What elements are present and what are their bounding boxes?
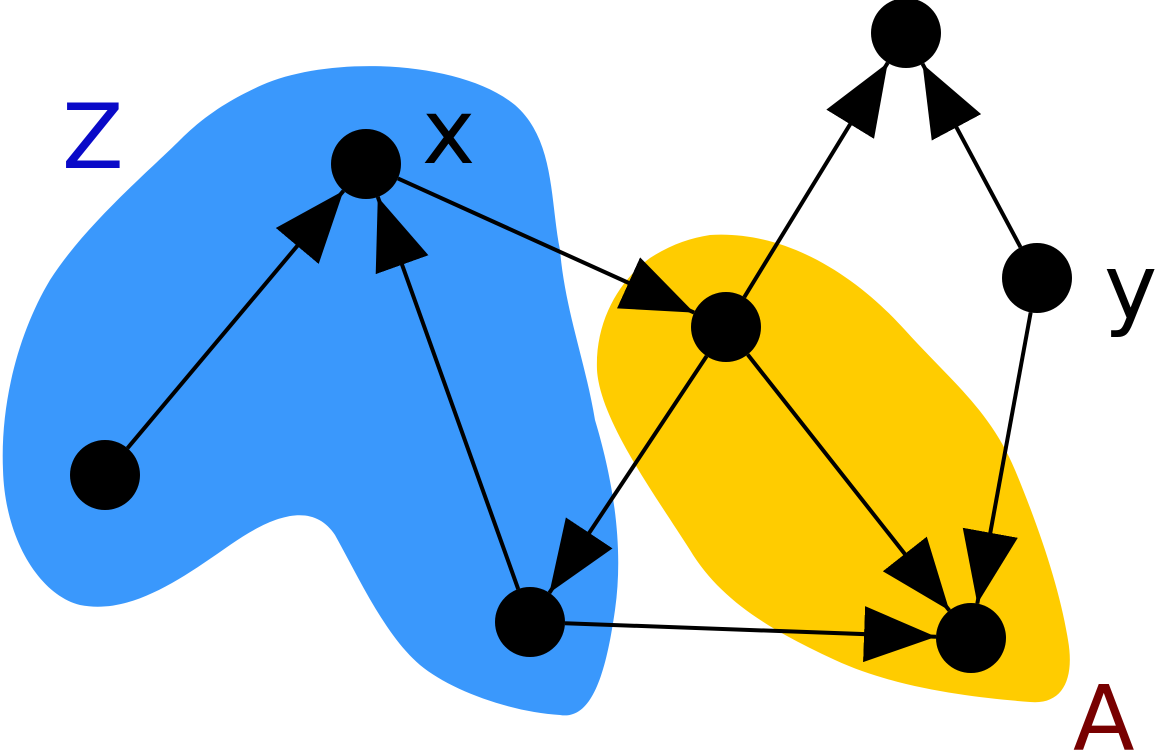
edge-center-to-top — [742, 61, 890, 299]
edges-layer — [125, 61, 1033, 663]
edge-x-to-center — [397, 176, 695, 315]
node-center — [691, 292, 761, 362]
label-x: x — [422, 80, 475, 185]
node-bottom-right — [936, 603, 1006, 673]
edge-y-to-bottom-right — [962, 312, 1033, 604]
nodes-layer — [70, 0, 1072, 673]
label-y: y — [1104, 235, 1157, 340]
edge-bottom-middle-to-x — [375, 196, 521, 590]
node-top — [871, 0, 941, 68]
node-y — [1002, 243, 1072, 313]
edge-y-to-top — [920, 62, 1023, 249]
label-a: A — [1073, 667, 1135, 754]
label-z: Z — [62, 85, 124, 190]
node-bottom-middle — [495, 587, 565, 657]
edge-bottom-middle-to-bottom-right — [564, 606, 937, 663]
node-x — [331, 129, 401, 199]
edge-center-to-bottom-middle — [547, 355, 709, 594]
region-z — [2, 66, 619, 716]
node-bottom-left — [70, 440, 140, 510]
edge-bottom-left-to-x — [125, 189, 346, 450]
edge-center-to-bottom-right — [746, 353, 951, 612]
